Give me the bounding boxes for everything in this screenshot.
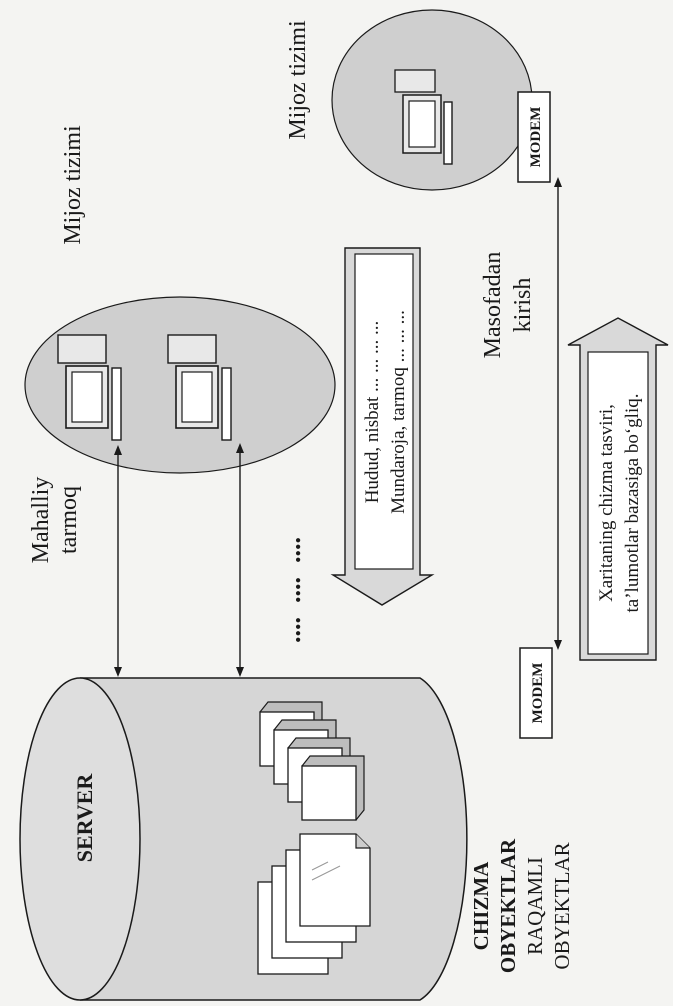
digital-objects-label-line2: OBYEKTLAR [550,842,574,969]
server-cylinder: SERVER CHIZMA OBYEKTLAR RAQAMLI OBYEKTLA… [19,677,574,1001]
modem-bottom-label: MODEM [530,663,546,724]
dots-3: .... [277,617,306,643]
modem-top-label: MODEM [528,107,544,168]
digital-objects-docs-icon [257,833,371,975]
client-system-top-label: Mijoz tizimi [285,20,311,140]
list-line-1: Hudud, nisbat ... ... ... ... [362,321,383,504]
client-system-mid-label: Mijoz tizimi [60,125,86,245]
drawing-objects-stack-icon [259,701,365,821]
ellipsis-dots: .... .... .... [277,537,306,643]
drawing-objects-label-line2: OBYEKTLAR [496,838,520,973]
list-line-2: Mundaroja, tarmoq ... ... ... [388,310,409,514]
server-label: SERVER [72,773,97,863]
modem-top-box: MODEM [517,91,551,183]
remote-computer-icon [394,69,453,165]
list-scroll-box: Hudud, nisbat ... ... ... ... Mundaroja,… [330,247,435,606]
drawing-objects-label-line1: CHIZMA [469,861,493,951]
remote-access-label-line2: kirish [510,278,536,333]
digital-objects-label-line1: RAQAMLI [523,857,547,955]
remote-access-label-line1: Masofadan [480,252,506,359]
remote-client-system: MODEM [331,9,551,191]
dots-2: .... [277,577,306,603]
local-computer-1-icon [57,334,122,441]
map-line-2: ta’lumotlar bazasiga bo‘gliq. [622,394,643,613]
map-line-1: Xaritaning chizma tasviri, [596,404,617,602]
local-computer-2-icon [167,334,232,441]
local-client-system [24,296,336,474]
dots-1: .... [277,537,306,563]
modem-bottom-box: MODEM [519,647,553,739]
local-network-label-line2: tarmoq [56,486,82,554]
local-network-label-line1: Mahalliy [28,477,54,564]
map-description-box: Xaritaning chizma tasviri, ta’lumotlar b… [567,317,669,661]
